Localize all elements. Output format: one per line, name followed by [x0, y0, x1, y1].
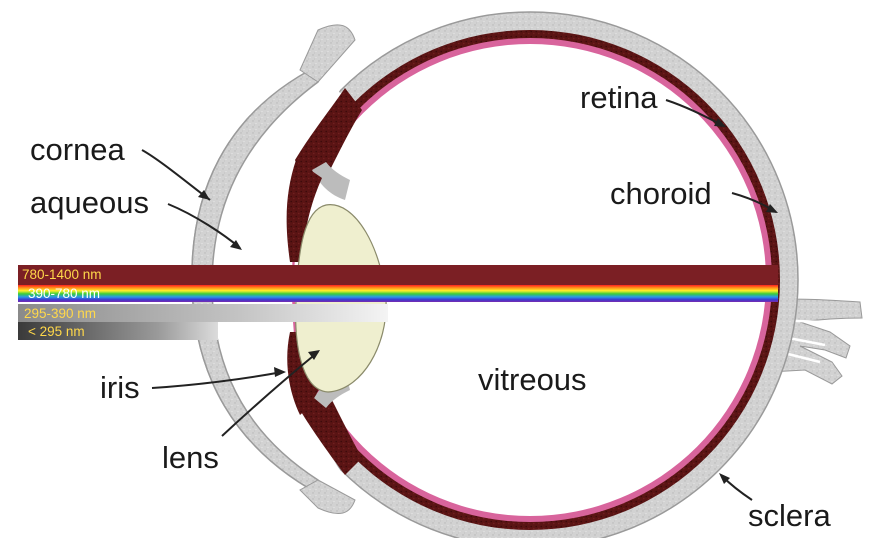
label-cornea: cornea	[30, 132, 126, 167]
label-choroid: choroid	[610, 176, 712, 211]
band-uva	[18, 304, 388, 322]
label-retina: retina	[580, 80, 658, 115]
label-aqueous: aqueous	[30, 185, 149, 220]
ciliary-body-lower	[300, 395, 362, 475]
band-label-visible: 390-780 nm	[28, 286, 100, 301]
band-label-uvc: < 295 nm	[28, 324, 85, 339]
iris-lower	[287, 332, 322, 415]
band-label-uva: 295-390 nm	[24, 306, 96, 321]
label-iris: iris	[100, 370, 140, 405]
light-bands: 780-1400 nm 390-780 nm 295-390 nm < 295 …	[18, 265, 778, 340]
label-lens: lens	[162, 440, 219, 475]
ciliary-body-upper	[295, 88, 362, 175]
band-ir	[18, 265, 778, 285]
label-vitreous: vitreous	[478, 362, 587, 397]
arrowheads	[198, 118, 778, 484]
band-visible	[18, 285, 778, 302]
band-label-ir: 780-1400 nm	[22, 267, 102, 282]
iris-upper	[286, 160, 322, 262]
label-sclera: sclera	[748, 498, 831, 533]
band-uvc	[18, 322, 218, 340]
